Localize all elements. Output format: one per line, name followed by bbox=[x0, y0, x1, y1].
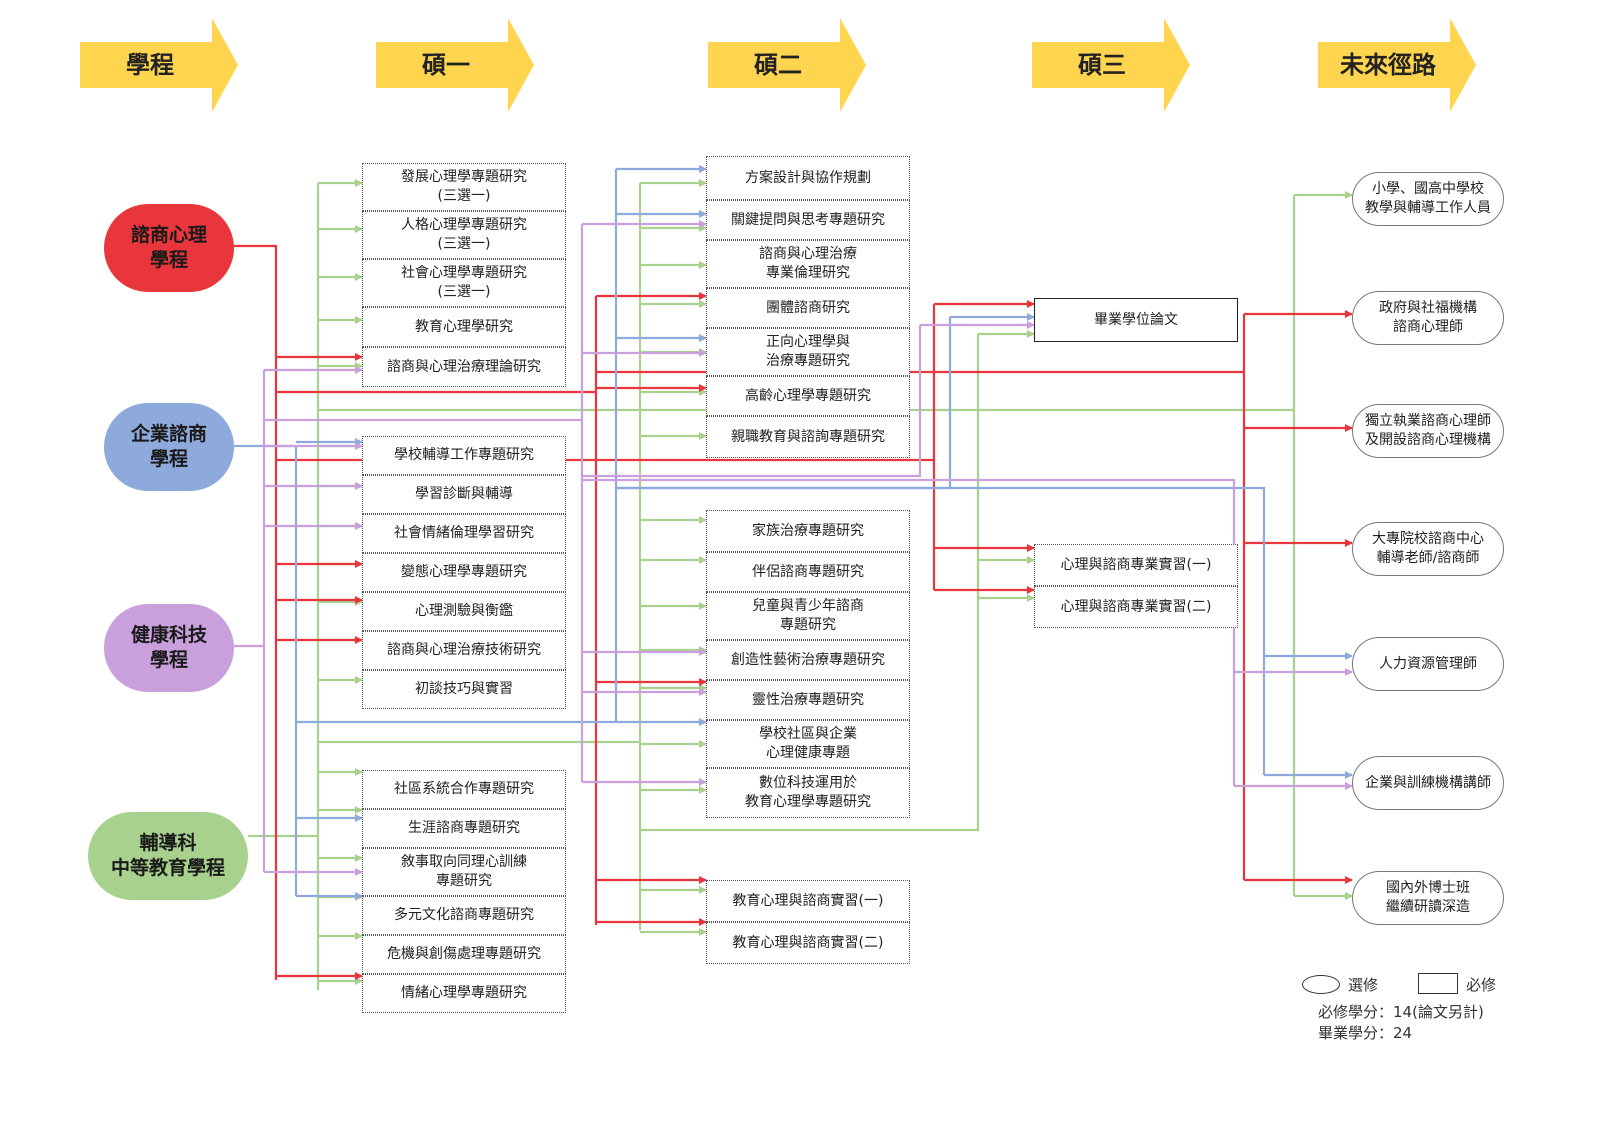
course-professional-practicum-2: 心理與諮商專業實習(二) bbox=[1034, 586, 1238, 628]
header-future-paths: 未來徑路 bbox=[1318, 18, 1476, 112]
legend-required-symbol bbox=[1418, 973, 1458, 994]
header-program-label: 學程 bbox=[126, 51, 174, 79]
legend-required-label: 必修 bbox=[1466, 976, 1497, 994]
course-learning-diagnosis: 學習診斷與輔導 bbox=[362, 475, 566, 514]
course-psychological-testing: 心理測驗與衡鑑 bbox=[362, 592, 566, 631]
course-crisis-trauma: 危機與創傷處理專題研究 bbox=[362, 935, 566, 974]
career-hr-manager: 人力資源管理師 bbox=[1352, 637, 1504, 691]
course-school-guidance: 學校輔導工作專題研究 bbox=[362, 436, 566, 475]
course-social-emotional-learning: 社會情緒倫理學習研究 bbox=[362, 514, 566, 553]
career-government-counselor: 政府與社福機構 諮商心理師 bbox=[1352, 291, 1504, 345]
header-year-3-label: 碩三 bbox=[1078, 51, 1126, 79]
program-secondary-guidance-education: 輔導科 中等教育學程 bbox=[88, 812, 248, 900]
course-educational-psychology: 教育心理學研究 bbox=[362, 307, 566, 347]
course-creative-arts-therapy: 創造性藝術治療專題研究 bbox=[706, 640, 910, 680]
course-emotion-psychology: 情緒心理學專題研究 bbox=[362, 974, 566, 1013]
career-doctoral-study: 國內外博士班 繼續研讀深造 bbox=[1352, 871, 1504, 925]
course-multicultural-counseling: 多元文化諮商專題研究 bbox=[362, 896, 566, 935]
course-ed-psych-practicum-2: 教育心理與諮商實習(二) bbox=[706, 922, 910, 964]
header-future-paths-label: 未來徑路 bbox=[1340, 51, 1436, 79]
program-counseling-psychology: 諮商心理 學程 bbox=[104, 204, 234, 292]
trunk-line bbox=[582, 325, 922, 478]
legend-elective-label: 選修 bbox=[1348, 976, 1379, 994]
trunk-line bbox=[234, 244, 278, 980]
header-year-1: 碩一 bbox=[376, 18, 534, 112]
course-child-adolescent-counseling: 兒童與青少年諮商 專題研究 bbox=[706, 592, 910, 640]
career-university-counselor: 大專院校諮商中心 輔導老師/諮商師 bbox=[1352, 522, 1504, 576]
header-year-3: 碩三 bbox=[1032, 18, 1190, 112]
course-thesis: 畢業學位論文 bbox=[1034, 298, 1238, 342]
career-corporate-trainer: 企業與訓練機構講師 bbox=[1352, 756, 1504, 810]
course-career-counseling: 生涯諮商專題研究 bbox=[362, 809, 566, 848]
course-counseling-ethics: 諮商與心理治療 專業倫理研究 bbox=[706, 240, 910, 288]
course-developmental-psychology: 發展心理學專題研究 (三選一) bbox=[362, 163, 566, 211]
trunk-line bbox=[640, 334, 980, 832]
program-corporate-counseling: 企業諮商 學程 bbox=[104, 403, 234, 491]
course-social-psychology: 社會心理學專題研究 (三選一) bbox=[362, 259, 566, 307]
course-personality-psychology: 人格心理學專題研究 (三選一) bbox=[362, 211, 566, 259]
course-critical-questioning: 關鍵提問與思考專題研究 bbox=[706, 200, 910, 240]
legend-required-credits: 必修學分：14(論文另計) bbox=[1318, 1003, 1484, 1021]
course-professional-practicum-1: 心理與諮商專業實習(一) bbox=[1034, 544, 1238, 586]
course-mental-health: 學校社區與企業 心理健康專題 bbox=[706, 720, 910, 768]
program-health-technology: 健康科技 學程 bbox=[104, 604, 234, 692]
header-year-1-label: 碩一 bbox=[422, 51, 470, 79]
trunk-line bbox=[582, 478, 1236, 786]
course-aging-psychology: 高齡心理學專題研究 bbox=[706, 376, 910, 416]
career-school-teacher-counselor: 小學、國高中學校 教學與輔導工作人員 bbox=[1352, 172, 1504, 226]
course-counseling-techniques: 諮商與心理治療技術研究 bbox=[362, 631, 566, 670]
course-parenting-education: 親職教育與諮詢專題研究 bbox=[706, 416, 910, 458]
header-year-2: 碩二 bbox=[708, 18, 866, 112]
course-group-counseling: 團體諮商研究 bbox=[706, 288, 910, 328]
course-couples-counseling: 伴侶諮商專題研究 bbox=[706, 552, 910, 592]
course-digital-technology: 數位科技運用於 教育心理學專題研究 bbox=[706, 768, 910, 818]
course-abnormal-psychology: 變態心理學專題研究 bbox=[362, 553, 566, 592]
course-program-design: 方案設計與協作規劃 bbox=[706, 156, 910, 200]
course-positive-psychology: 正向心理學與 治療專題研究 bbox=[706, 328, 910, 376]
course-community-collaboration: 社區系統合作專題研究 bbox=[362, 770, 566, 809]
course-intake-skills: 初談技巧與實習 bbox=[362, 670, 566, 709]
legend-elective-symbol bbox=[1302, 975, 1340, 994]
trunk-line bbox=[616, 486, 1266, 775]
legend-graduation-credits: 畢業學分：24 bbox=[1318, 1024, 1413, 1042]
header-program: 學程 bbox=[80, 18, 238, 112]
course-family-therapy: 家族治療專題研究 bbox=[706, 510, 910, 552]
header-year-2-label: 碩二 bbox=[754, 51, 802, 79]
course-ed-psych-practicum-1: 教育心理與諮商實習(一) bbox=[706, 880, 910, 922]
course-counseling-theory: 諮商與心理治療理論研究 bbox=[362, 347, 566, 387]
career-independent-practice: 獨立執業諮商心理師 及開設諮商心理機構 bbox=[1352, 404, 1504, 458]
course-spiritual-therapy: 靈性治療專題研究 bbox=[706, 680, 910, 720]
course-narrative-empathy-training: 敘事取向同理心訓練 專題研究 bbox=[362, 848, 566, 896]
